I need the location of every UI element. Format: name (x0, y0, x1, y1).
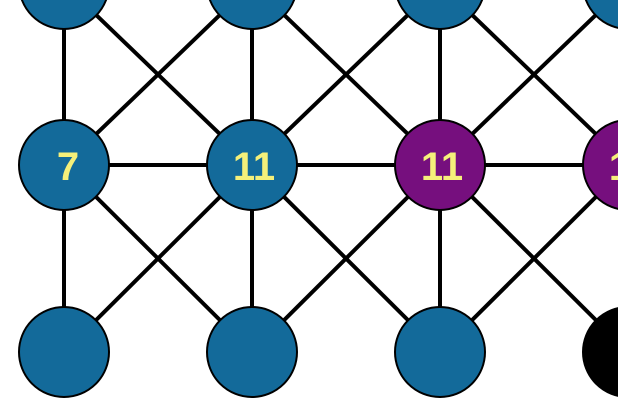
node-label: 7 (57, 145, 79, 189)
node-n-3-2 (582, 307, 618, 397)
node-n-0-1: 7 (18, 119, 110, 211)
node-circle (20, 0, 108, 30)
node-circle (396, 0, 484, 30)
node-circle (18, 119, 110, 211)
node-label: 11 (233, 145, 275, 189)
node-n-2-0 (396, 0, 484, 30)
node-label: 11 (609, 145, 618, 189)
node-n-0-2 (18, 306, 110, 398)
node-circle (584, 0, 618, 29)
node-circle (582, 120, 618, 210)
node-circle (18, 306, 110, 398)
node-circle (206, 119, 298, 211)
node-n-1-1: 11 (206, 119, 298, 211)
node-label: 11 (421, 145, 463, 189)
node-circle (394, 119, 486, 211)
node-n-2-2 (394, 306, 486, 398)
node-n-3-0 (584, 0, 618, 29)
edges-layer (62, 0, 618, 354)
nodes-layer: 7 11 11 11 (18, 0, 618, 398)
node-n-2-1: 11 (394, 119, 486, 211)
node-circle (206, 306, 298, 398)
node-n-1-2 (206, 306, 298, 398)
node-circle (582, 307, 618, 397)
node-circle (208, 0, 296, 30)
node-n-0-0 (20, 0, 108, 30)
node-circle (394, 306, 486, 398)
node-n-1-0 (208, 0, 296, 30)
node-n-3-1: 11 (582, 120, 618, 210)
